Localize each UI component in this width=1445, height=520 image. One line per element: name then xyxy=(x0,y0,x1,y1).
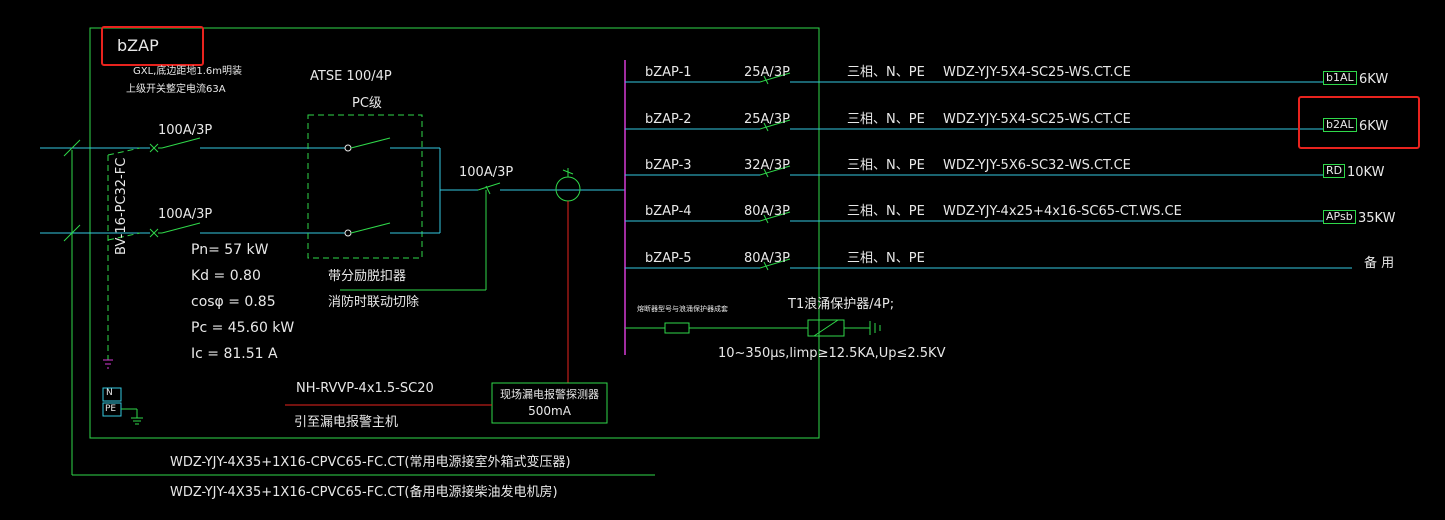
feeder-cable: WDZ-YJY-5X6-SC32-WS.CT.CE xyxy=(943,158,1131,173)
panel-note-2: 上级开关整定电流63A xyxy=(126,84,226,95)
spd-note: 熔断器型号与浪涌保护器成套 xyxy=(637,305,728,313)
feeder-power: 备 用 xyxy=(1364,256,1395,271)
feeder-id: bZAP-2 xyxy=(645,112,692,127)
breaker-1-label: 100A/3P xyxy=(158,123,213,138)
feeder-tag: b1AL xyxy=(1323,71,1357,85)
feeder-tag: b2AL xyxy=(1323,118,1357,132)
feeder-phase: 三相、N、PE xyxy=(847,65,925,80)
feeder-id: bZAP-4 xyxy=(645,204,692,219)
supply-backup: WDZ-YJY-4X35+1X16-CPVC65-FC.CT(备用电源接柴油发电… xyxy=(170,485,558,500)
feeder-tag: RD xyxy=(1323,164,1346,178)
leakage-detector-box xyxy=(491,382,608,424)
feeder-phase: 三相、N、PE xyxy=(847,112,925,127)
highlight-b2al xyxy=(1298,96,1420,149)
feeder-id: bZAP-5 xyxy=(645,251,692,266)
supply-normal: WDZ-YJY-4X35+1X16-CPVC65-FC.CT(常用电源接室外箱式… xyxy=(170,455,571,470)
feeder-power: 6KW xyxy=(1359,72,1389,87)
panel-name: bZAP xyxy=(117,36,159,55)
load-ic: Ic = 81.51 A xyxy=(191,346,278,362)
load-pn: Pn= 57 kW xyxy=(191,242,269,258)
shunt-note-1: 带分励脱扣器 xyxy=(328,269,407,284)
control-cable-label: BV-16-PC32-FC xyxy=(114,157,129,255)
breaker-1 xyxy=(149,137,345,153)
feeder-id: bZAP-3 xyxy=(645,158,692,173)
feeder-power: 10KW xyxy=(1347,165,1385,180)
feeder-cable: WDZ-YJY-4x25+4x16-SC65-CT.WS.CE xyxy=(943,204,1182,219)
feeder-power: 35KW xyxy=(1358,211,1396,226)
feeder-id: bZAP-1 xyxy=(645,65,692,80)
feeder-power: 6KW xyxy=(1359,119,1389,134)
feeder-phase: 三相、N、PE xyxy=(847,204,925,219)
leakage-detector-line-2: 500mA xyxy=(528,404,571,418)
feeder-cable: WDZ-YJY-5X4-SC25-WS.CT.CE xyxy=(943,112,1131,127)
breaker-2 xyxy=(149,222,345,238)
feeder-breaker: 80A/3P xyxy=(744,251,790,266)
spd-spec: 10~350μs,limp≥12.5KA,Up≤2.5KV xyxy=(718,346,946,361)
atse-grade: PC级 xyxy=(352,96,382,111)
spd-label: T1浪涌保护器/4P; xyxy=(788,297,895,312)
leakage-cable: NH-RVVP-4x1.5-SC20 xyxy=(296,381,434,396)
main-breaker-label: 100A/3P xyxy=(459,165,514,180)
feeder-tag: APsb xyxy=(1323,210,1356,224)
panel-note-1: GXL,底边距地1.6m明装 xyxy=(133,66,242,77)
feeder-phase: 三相、N、PE xyxy=(847,158,925,173)
feeder-phase: 三相、N、PE xyxy=(847,251,925,266)
leakage-detector-line-1: 现场漏电报警探测器 xyxy=(500,388,599,401)
breaker-2-label: 100A/3P xyxy=(158,207,213,222)
ground-pe-label: PE xyxy=(105,404,117,414)
load-cos: cosφ = 0.85 xyxy=(191,294,276,310)
atse-title: ATSE 100/4P xyxy=(310,69,392,84)
highlight-panel-name xyxy=(101,26,204,66)
load-pc: Pc = 45.60 kW xyxy=(191,320,295,336)
atse-box xyxy=(307,114,423,259)
load-kd: Kd = 0.80 xyxy=(191,268,261,284)
feeder-breaker: 25A/3P xyxy=(744,65,790,80)
feeder-cable: WDZ-YJY-5X4-SC25-WS.CT.CE xyxy=(943,65,1131,80)
feeder-breaker: 32A/3P xyxy=(744,158,790,173)
feeder-breaker: 25A/3P xyxy=(744,112,790,127)
ground-n-label: N xyxy=(106,388,113,398)
leakage-to-host: 引至漏电报警主机 xyxy=(294,415,399,430)
shunt-note-2: 消防时联动切除 xyxy=(328,295,420,310)
feeder-breaker: 80A/3P xyxy=(744,204,790,219)
